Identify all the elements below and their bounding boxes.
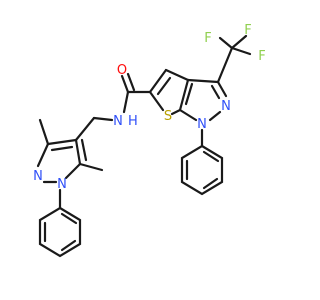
bond-c4-c5-double — [156, 76, 172, 96]
bond-pz-c4-c3 — [46, 138, 78, 146]
bond-c7a-double — [184, 82, 194, 106]
bond-pz-n1-c5 — [64, 162, 82, 180]
bond-pz-c3-n2 — [36, 142, 50, 168]
bond-cf3-f3 — [230, 46, 252, 56]
bond-cf3-f1 — [218, 36, 234, 50]
bond-pz-c5-c4-double — [80, 138, 88, 162]
phenyl-ring-lower — [38, 206, 82, 258]
atom-n-pyrazole-2: N — [221, 99, 231, 114]
bond-ch2-pyrazole — [74, 116, 96, 142]
atom-n-lower-pyrazole-2: N — [33, 169, 43, 184]
bond-c3a-c4 — [164, 68, 190, 82]
bond-pz-c4-c3-double — [50, 145, 74, 152]
bond-s-c7a — [170, 108, 182, 116]
molecule-canvas: F F F N N S O N H N N — [33, 23, 266, 258]
phenyl-upper-double-1 — [202, 150, 220, 163]
bond-n2-n1 — [208, 110, 222, 122]
bond-n1-c7a — [178, 108, 198, 122]
phenyl-lower-double-2 — [60, 239, 77, 252]
phenyl-upper-double-2 — [202, 177, 219, 190]
bond-c3-n2 — [216, 80, 228, 98]
bond-carbonyl-n — [122, 90, 130, 114]
atom-sulfur: S — [164, 109, 172, 124]
bond-c3a-c3 — [186, 78, 220, 84]
atom-f3: F — [258, 49, 265, 64]
bond-cf3-ring — [216, 46, 234, 84]
atom-f1: F — [204, 31, 211, 46]
bond-pz-c5-methyl — [78, 162, 104, 172]
atom-f2: F — [244, 23, 251, 38]
bond-c4-c5 — [148, 68, 168, 94]
atom-n-lower-pyrazole-1: N — [57, 177, 67, 192]
atom-n-pyrazole-1: N — [197, 117, 207, 132]
bond-carbonyl-o-double — [126, 72, 136, 92]
phenyl-lower-double-1 — [60, 212, 78, 225]
bond-n-ch2 — [92, 116, 114, 122]
bond-c3-n2-double — [210, 84, 221, 100]
bonds — [36, 34, 252, 258]
atom-amide-nitrogen: N — [113, 114, 123, 129]
atom-amide-hydrogen: H — [128, 114, 138, 129]
atom-oxygen: O — [117, 63, 127, 78]
atom-labels: F F F N N S O N H N N — [33, 23, 266, 192]
phenyl-ring-upper — [180, 144, 224, 196]
bond-carbonyl-o — [120, 74, 130, 94]
molecule-structure: F F F N N S O N H N N — [33, 23, 266, 258]
bond-c7a-c3a — [178, 78, 190, 112]
bond-c5-s — [148, 90, 165, 112]
bond-pz-c5-c4 — [74, 138, 82, 166]
bond-pz-c3-methyl — [38, 118, 50, 146]
bond-cf3-f2 — [230, 34, 248, 50]
